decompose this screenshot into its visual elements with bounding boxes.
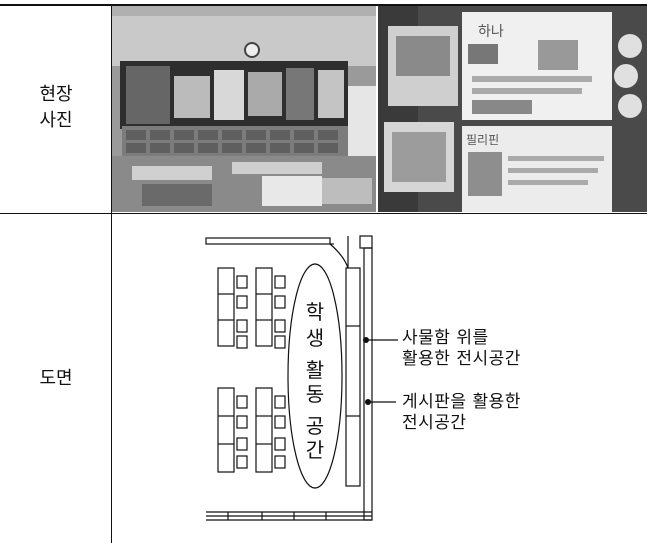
marker-dot-locker bbox=[363, 337, 369, 343]
activity-space-char-1: 학 bbox=[305, 300, 325, 324]
activity-space-char-3: 활 bbox=[305, 358, 325, 382]
locker-column bbox=[345, 267, 361, 487]
activity-space-char-2: 생 bbox=[305, 326, 325, 350]
callout-locker-display: 사물함 위를 활용한 전시공간 bbox=[402, 328, 521, 370]
top-wall bbox=[205, 237, 331, 245]
activity-space-char-6: 간 bbox=[305, 438, 325, 462]
right-wall-top bbox=[359, 235, 373, 249]
floor-plan: 학 생 활 동 공 간 사물함 위를 활용한 전시공간 게시판을 활용한 전시공… bbox=[112, 216, 647, 543]
row-label-plan: 도면 bbox=[0, 366, 112, 392]
activity-space-ellipse bbox=[287, 263, 343, 489]
activity-space-char-4: 동 bbox=[305, 382, 325, 406]
poster-title: 하나 bbox=[478, 24, 504, 40]
callout-board-line2: 전시공간 bbox=[402, 413, 467, 433]
row-label-plan-line1: 도면 bbox=[39, 368, 73, 389]
callout-board-line1: 게시판을 활용한 bbox=[402, 392, 521, 412]
callout-locker-line1: 사물함 위를 bbox=[402, 328, 489, 348]
column-divider bbox=[111, 4, 112, 543]
desk-group-bottom-left bbox=[217, 387, 248, 473]
bulletin-board-photo: 하나 필리핀 bbox=[378, 6, 647, 212]
row-label-photo: 현장 사진 bbox=[0, 82, 112, 134]
row-label-photo-line2: 사진 bbox=[39, 110, 73, 131]
door-arc bbox=[329, 243, 349, 269]
top-rule bbox=[0, 4, 647, 6]
activity-space-char-5: 공 bbox=[305, 414, 325, 438]
marker-dot-board bbox=[365, 399, 371, 405]
callout-locker-line2: 활용한 전시공간 bbox=[402, 349, 521, 369]
right-wall bbox=[363, 247, 373, 521]
poster2-title: 필리핀 bbox=[466, 133, 499, 147]
row-label-photo-line1: 현장 bbox=[39, 84, 73, 105]
desk-group-top-left bbox=[217, 267, 248, 349]
middle-rule bbox=[0, 213, 647, 214]
callout-board-display: 게시판을 활용한 전시공간 bbox=[402, 392, 521, 434]
desk-group-bottom-right bbox=[255, 387, 286, 473]
classroom-photo bbox=[112, 6, 376, 212]
desk-group-top-right bbox=[255, 267, 286, 349]
